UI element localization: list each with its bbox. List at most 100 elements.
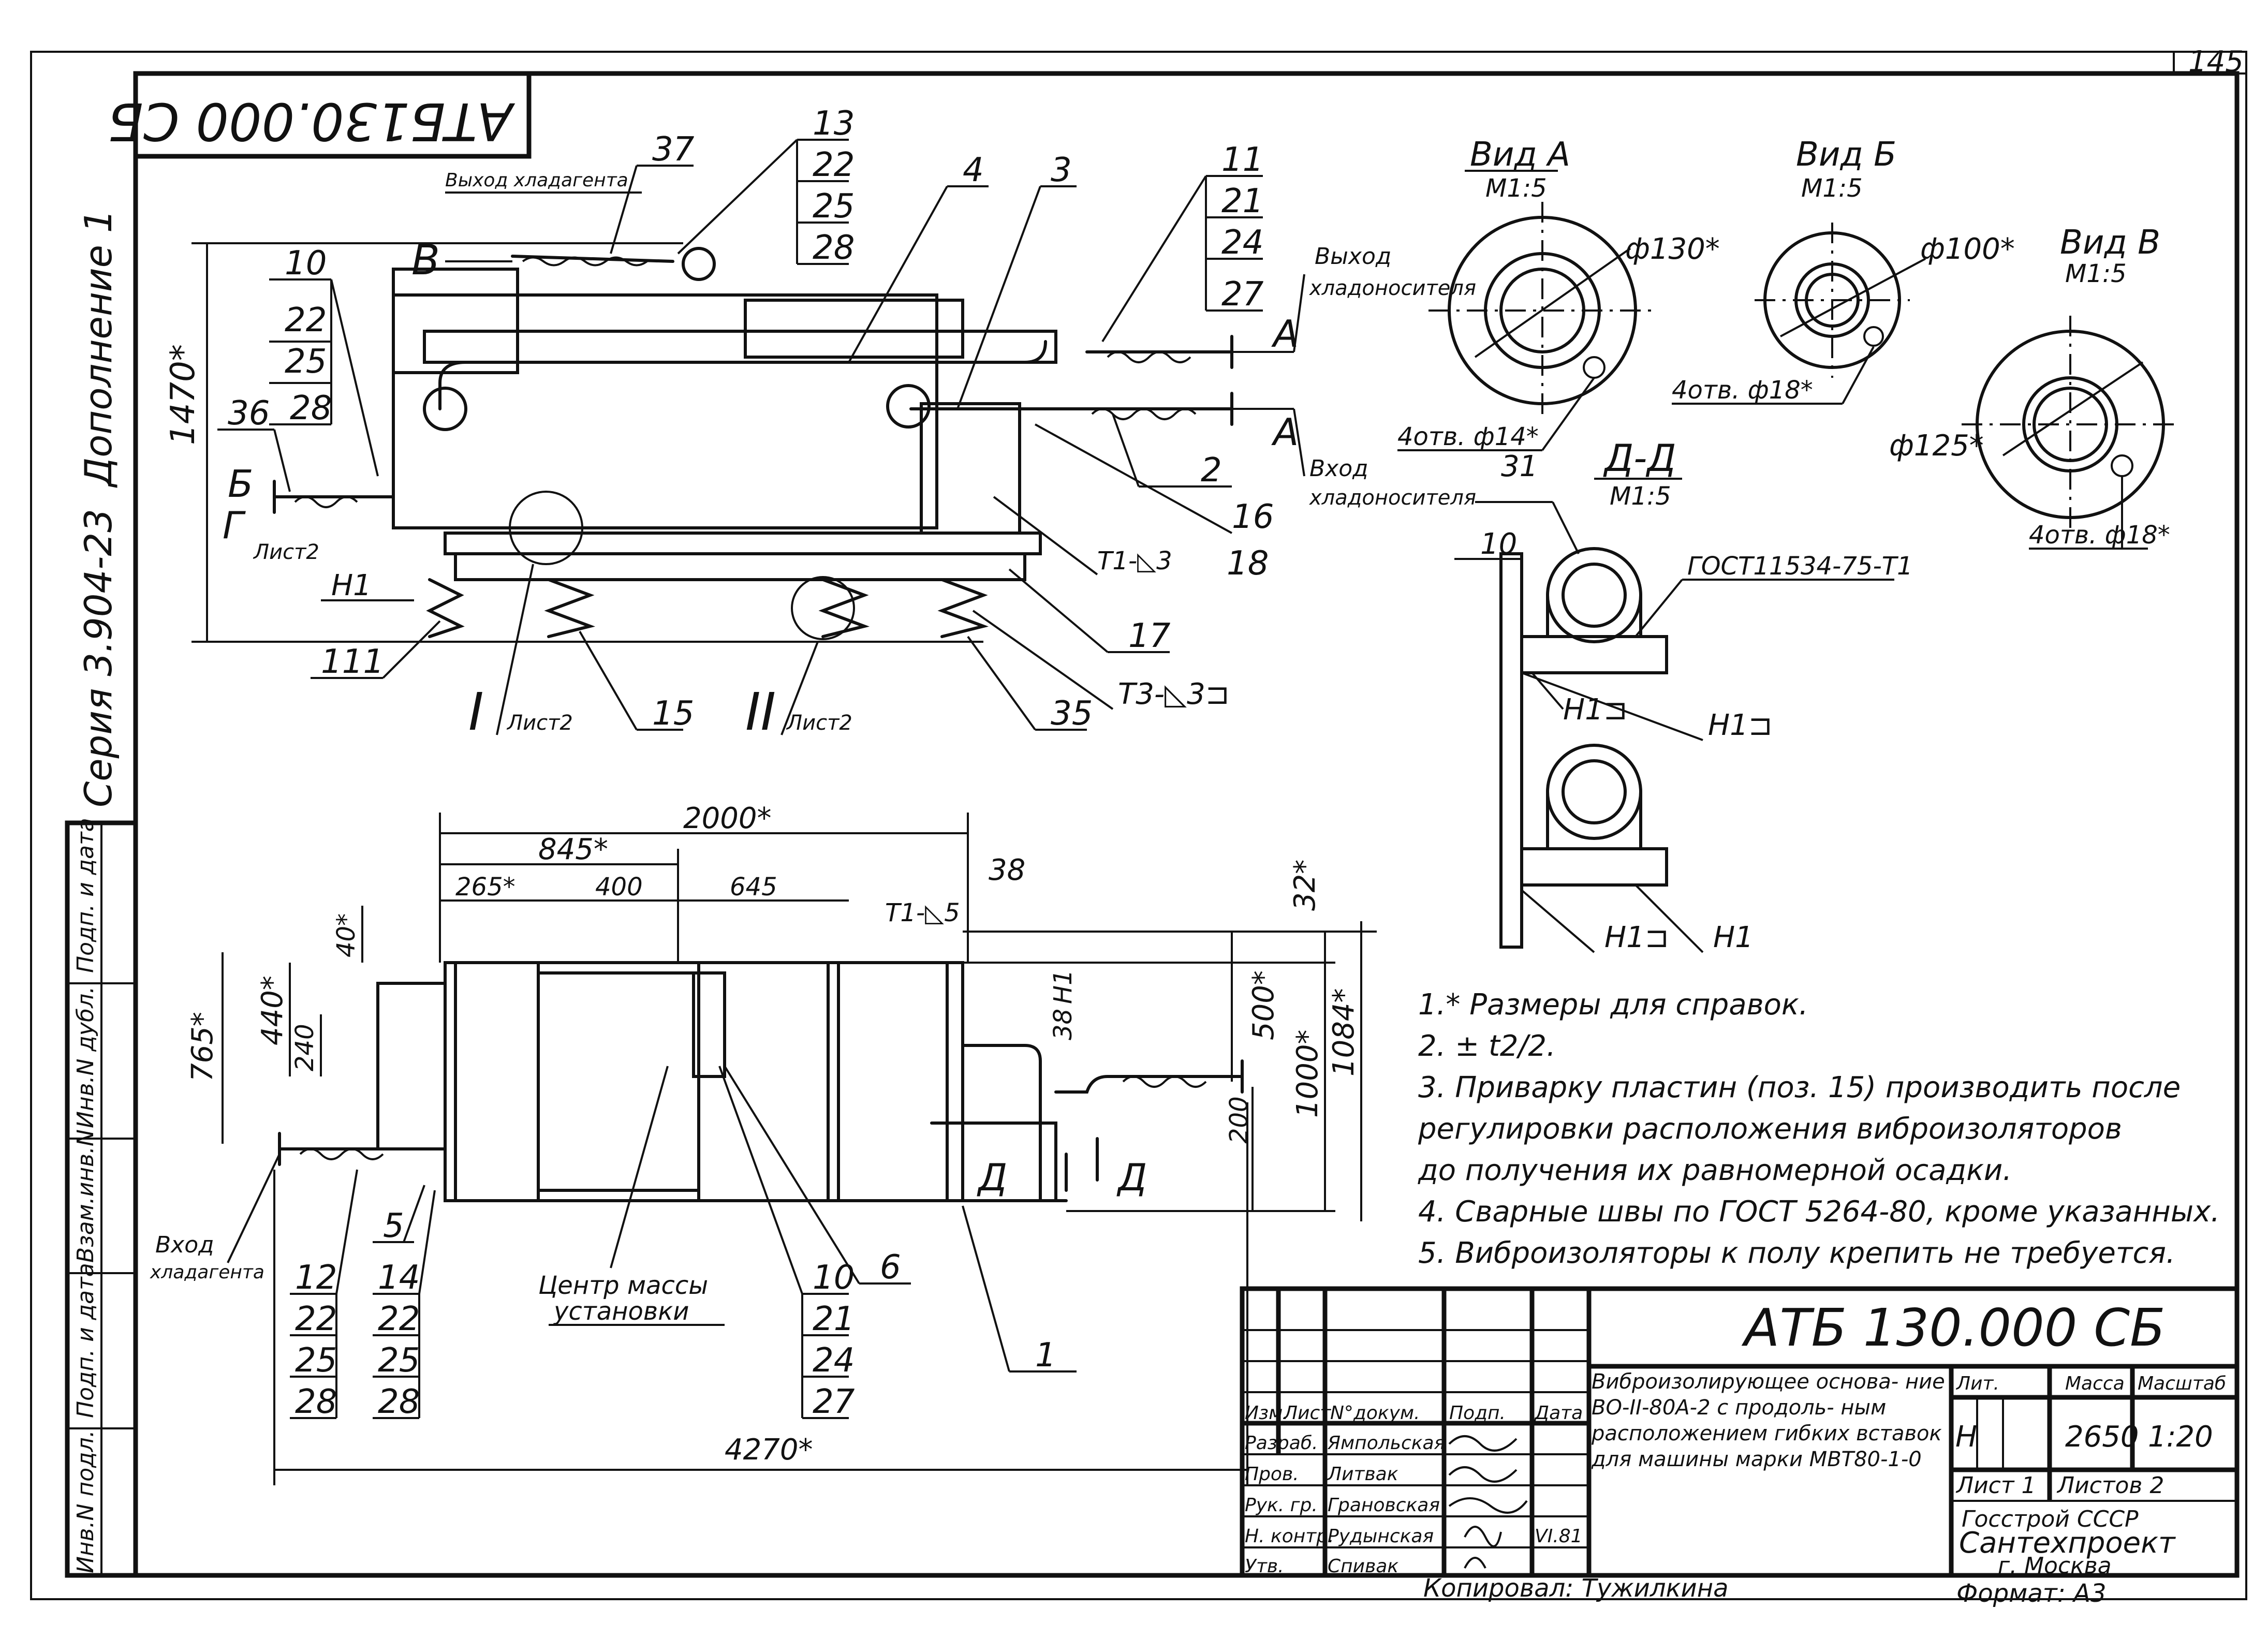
svg-text:Ямпольская: Ямпольская xyxy=(1327,1433,1445,1454)
svg-text:ф130*: ф130* xyxy=(1625,232,1720,266)
pos-15: 15 xyxy=(652,695,694,733)
series-label: Серия 3.904-23 xyxy=(77,509,120,807)
detail-II-circle xyxy=(791,576,855,640)
svg-text:4отв. ф14*: 4отв. ф14* xyxy=(1397,422,1539,451)
svg-text:22: 22 xyxy=(285,301,327,340)
svg-text:24: 24 xyxy=(1221,224,1263,262)
title-block: Изм. Лист N°докум. Подп. Дата Разраб. Ям… xyxy=(1240,1286,2240,1579)
front-label-Bb: Б xyxy=(228,462,253,506)
pos-18: 18 xyxy=(1227,544,1269,583)
svg-text:Лист 1: Лист 1 xyxy=(1955,1472,2036,1499)
svg-text:25: 25 xyxy=(295,1341,337,1380)
stamp-inv-dubl: Инв.N дубл. xyxy=(72,986,99,1128)
view-V: Вид В М1:5 ф125* 4отв. ф18* xyxy=(1889,224,2179,550)
stack-11: 11 21 24 27 xyxy=(1101,141,1264,343)
view-B: Вид Б М1:5 ф100* 4отв. ф18* xyxy=(1672,136,2015,405)
page-number-box xyxy=(2173,51,2247,75)
dim-645: 645 xyxy=(730,873,777,902)
svg-text:27: 27 xyxy=(1221,275,1264,314)
plan-mark-38: 38 xyxy=(1049,1009,1078,1040)
front-list2-left: Лист2 xyxy=(253,540,319,564)
svg-text:Н. контр.: Н. контр. xyxy=(1245,1526,1334,1547)
stack-10-plan: 10 21 24 27 xyxy=(718,1066,855,1421)
spring-2 xyxy=(544,578,596,638)
svg-text:VI.81: VI.81 xyxy=(1535,1526,1583,1547)
stamp-vzam-inv: Взам.инв.N xyxy=(72,1129,99,1263)
svg-text:до получения их равномерной ос: до получения их равномерной осадки. xyxy=(1418,1154,2012,1187)
svg-text:М1:5: М1:5 xyxy=(1610,482,1671,511)
svg-text:Н: Н xyxy=(1955,1420,1977,1454)
svg-text:28: 28 xyxy=(295,1383,337,1421)
pos-16: 16 xyxy=(1232,498,1274,536)
svg-text:Вид А: Вид А xyxy=(1470,136,1570,174)
pos-17: 17 xyxy=(1128,617,1171,655)
svg-text:25: 25 xyxy=(813,187,855,226)
condenser-body xyxy=(392,293,938,529)
svg-text:10: 10 xyxy=(813,1259,855,1297)
svg-text:21: 21 xyxy=(813,1300,855,1338)
svg-text:Вид В: Вид В xyxy=(2060,224,2160,262)
title-designation: АТБ 130.000 СБ xyxy=(1741,1297,2166,1358)
upper-tank xyxy=(392,268,519,374)
pos-36: 36 xyxy=(228,394,270,433)
stamp-inv-podl: Инв.N подл. xyxy=(72,1430,99,1573)
pos-3: 3 xyxy=(1051,151,1072,189)
plan-view: Вход хладагента 2000* 845* 265* 400 645 … xyxy=(150,802,1377,1485)
svg-text:М1:5: М1:5 xyxy=(1485,174,1547,203)
callout-I: I xyxy=(468,682,484,742)
svg-text:М1:5: М1:5 xyxy=(2065,259,2127,288)
spring-1 xyxy=(426,578,465,638)
outer-frame xyxy=(30,51,2247,1600)
weld-H1-front: Н1 xyxy=(331,569,372,602)
svg-text:4отв. ф18*: 4отв. ф18* xyxy=(2029,521,2170,550)
pos-35: 35 xyxy=(1051,695,1093,733)
svg-text:28: 28 xyxy=(378,1383,420,1421)
svg-text:Изм.: Изм. xyxy=(1245,1403,1289,1424)
dim-38: 38 xyxy=(989,853,1025,887)
dim-845: 845* xyxy=(538,833,608,866)
format-label: Формат: А3 xyxy=(1956,1579,2107,1608)
dim-1000: 1000* xyxy=(1291,1029,1324,1118)
svg-text:1.* Размеры для справок.: 1.* Размеры для справок. xyxy=(1418,988,1808,1022)
copied-label: Копировал: Тужилкина xyxy=(1423,1574,1729,1603)
svg-text:Разраб.: Разраб. xyxy=(1245,1433,1318,1454)
section-D-right: Д xyxy=(1116,1156,1147,1199)
svg-text:Спивак: Спивак xyxy=(1328,1556,1398,1577)
pos-4: 4 xyxy=(963,151,984,189)
dim-765: 765* xyxy=(186,1012,219,1082)
svg-text:11: 11 xyxy=(1221,141,1263,179)
dim-400: 400 xyxy=(595,873,643,902)
svg-text:25: 25 xyxy=(378,1341,420,1380)
stack-13: 13 22 25 28 xyxy=(677,105,855,267)
top-housing xyxy=(744,299,964,359)
dim-500: 500* xyxy=(1247,970,1280,1040)
svg-text:г. Москва: г. Москва xyxy=(1998,1553,2112,1579)
front-label-B: В xyxy=(411,236,440,284)
doc-code-box xyxy=(133,71,532,159)
dim-4270: 4270* xyxy=(725,1433,813,1467)
svg-text:31: 31 xyxy=(1501,450,1538,483)
svg-text:Н1⊐: Н1⊐ xyxy=(1563,693,1628,727)
svg-text:Н1: Н1 xyxy=(1713,921,1754,954)
svg-text:28: 28 xyxy=(290,389,332,427)
dim-2000: 2000* xyxy=(683,802,772,835)
pipe-section-left xyxy=(423,387,467,431)
side-stamp: Инв.N подл. Подп. и дата Взам.инв.N Инв.… xyxy=(65,818,138,1578)
dim-200: 200 xyxy=(1225,1096,1254,1144)
svg-text:Масштаб: Масштаб xyxy=(2138,1373,2226,1394)
front-height-dim: 1470* xyxy=(164,344,202,445)
coolant-out-label: Выход хладагента xyxy=(445,170,628,191)
svg-text:Сантехпроект: Сантехпроект xyxy=(1959,1526,2176,1560)
refrig-in-label-2: хладоносителя xyxy=(1308,486,1476,510)
svg-text:Н1⊐: Н1⊐ xyxy=(1604,921,1669,954)
pos-37: 37 xyxy=(652,130,695,169)
svg-text:2650: 2650 xyxy=(2065,1420,2139,1454)
svg-text:Лит.: Лит. xyxy=(1955,1373,1999,1394)
svg-text:Н1⊐: Н1⊐ xyxy=(1708,709,1773,742)
dim-40: 40* xyxy=(332,913,361,957)
stack-14: 14 22 25 28 xyxy=(373,1190,436,1421)
svg-text:Лист: Лист xyxy=(1283,1403,1331,1424)
svg-text:Масса: Масса xyxy=(2065,1373,2125,1394)
dim-265: 265* xyxy=(455,873,516,902)
callout-II: II xyxy=(745,682,776,742)
